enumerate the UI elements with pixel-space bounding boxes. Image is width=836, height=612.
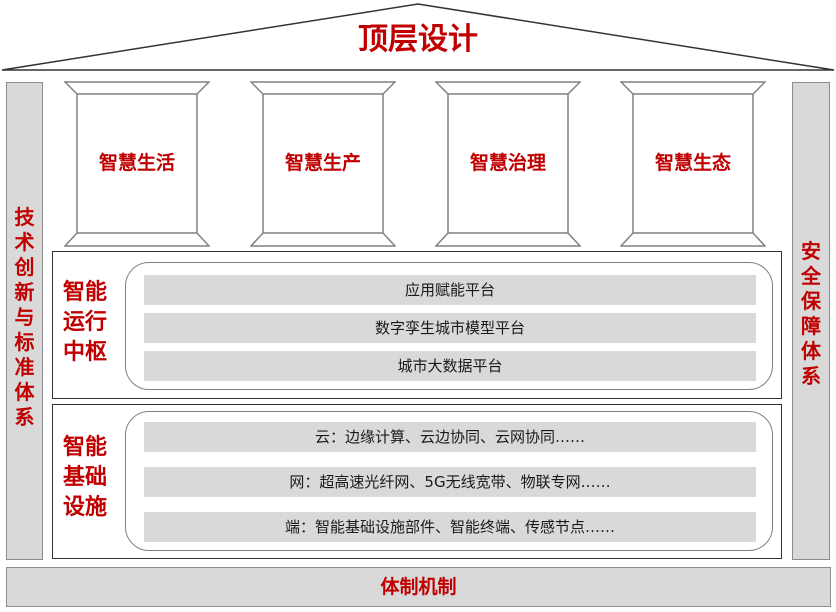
infrastructure-title-line-1: 智能 xyxy=(63,435,108,460)
infrastructure-title-line-2: 基础 xyxy=(63,465,108,490)
pillar-1-label: 智慧生活 xyxy=(98,152,175,174)
infrastructure-row-terminal: 端：智能基础设施部件、智能终端、传感节点…… xyxy=(144,512,756,542)
infrastructure-rows-frame: 云：边缘计算、云边协同、云网协同…… 网：超高速光纤网、5G无线宽带、物联专网…… xyxy=(125,411,773,551)
right-side-bar: 安全保障体系 xyxy=(792,82,830,560)
operation-hub-row-1: 应用赋能平台 xyxy=(144,275,756,305)
infrastructure-row-cloud: 云：边缘计算、云边协同、云网协同…… xyxy=(144,422,756,452)
operation-hub-title-line-3: 中枢 xyxy=(63,340,108,365)
base-bar: 体制机制 xyxy=(6,567,831,607)
infrastructure-row-network: 网：超高速光纤网、5G无线宽带、物联专网…… xyxy=(144,467,756,497)
operation-hub-title-line-2: 运行 xyxy=(63,310,108,335)
operation-hub-title: 智能 运行 中枢 xyxy=(63,278,107,368)
infrastructure-title-line-3: 设施 xyxy=(63,495,108,520)
operation-hub-title-line-1: 智能 xyxy=(63,280,108,305)
operation-hub-row-3: 城市大数据平台 xyxy=(144,351,756,381)
left-side-label: 技术创新与标准体系 xyxy=(14,205,35,429)
pillar-4-label: 智慧生态 xyxy=(654,152,731,174)
operation-hub-panel: 智能 运行 中枢 应用赋能平台 数字孪生城市模型平台 城市大数据平台 xyxy=(52,251,782,399)
pillar-3-label: 智慧治理 xyxy=(469,152,546,174)
infrastructure-title: 智能 基础 设施 xyxy=(63,433,107,523)
pillar-1-shape xyxy=(64,81,210,247)
pillar-3-shape xyxy=(435,81,581,247)
left-side-bar: 技术创新与标准体系 xyxy=(6,82,43,560)
base-label: 体制机制 xyxy=(380,576,457,598)
operation-hub-row-2: 数字孪生城市模型平台 xyxy=(144,313,756,343)
pillar-2-shape xyxy=(250,81,396,247)
operation-hub-rows-frame: 应用赋能平台 数字孪生城市模型平台 城市大数据平台 xyxy=(125,262,773,390)
right-side-label: 安全保障体系 xyxy=(801,239,821,388)
roof xyxy=(1,3,835,71)
infrastructure-panel: 智能 基础 设施 云：边缘计算、云边协同、云网协同…… 网：超高速光纤网、5G无… xyxy=(52,404,782,559)
roof-title: 顶层设计 xyxy=(358,22,478,57)
pillar-4-shape xyxy=(620,81,766,247)
pillar-2-label: 智慧生产 xyxy=(284,152,361,174)
